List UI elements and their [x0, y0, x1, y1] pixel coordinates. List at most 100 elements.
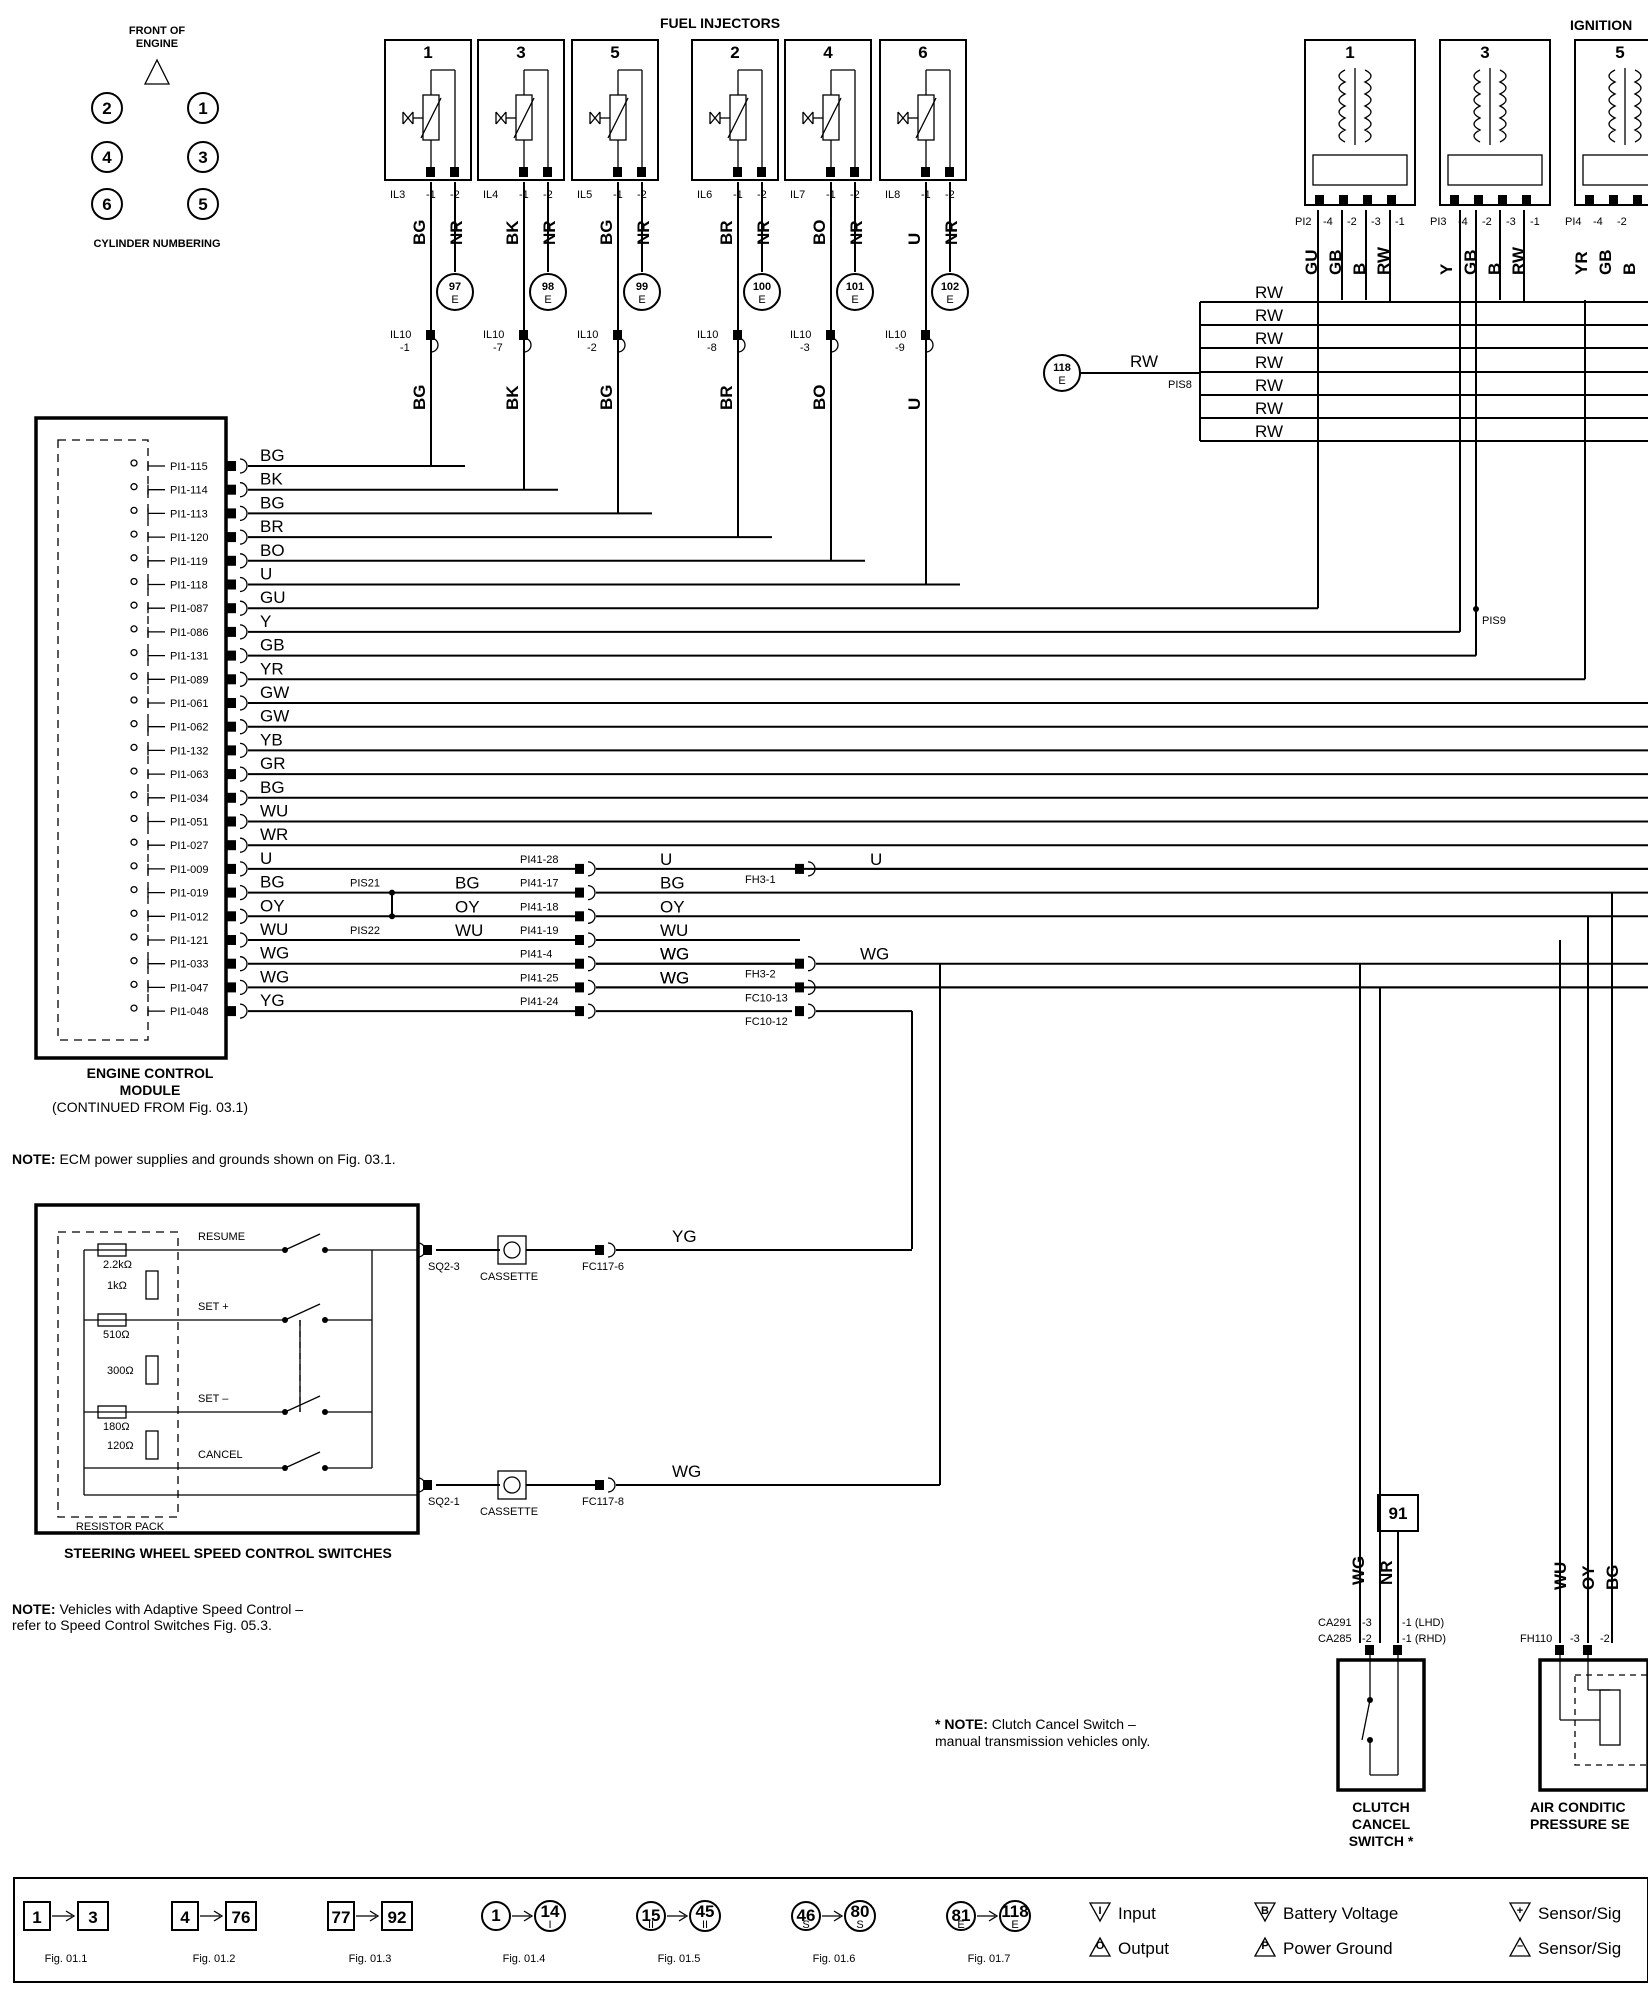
connector-label: PI41-17	[520, 878, 559, 890]
connector-pin	[227, 626, 236, 637]
ecm-pin-dot	[130, 814, 138, 823]
wire-segment	[820, 97, 842, 139]
legend-symbol-label: Output	[1118, 1939, 1169, 1958]
legend-fig: Fig. 01.4	[503, 1953, 546, 1965]
wire-label: WG	[660, 945, 689, 964]
ecm-wire-label: BR	[260, 517, 284, 536]
ref-number: 98	[542, 281, 554, 293]
ecm-pin-label: PI1-034	[170, 793, 209, 805]
connector-pin	[227, 745, 236, 756]
cassette-label: CASSETTE	[480, 1271, 538, 1283]
wire-label: BG	[597, 385, 616, 411]
wire-segment	[513, 97, 535, 139]
connector-socket	[617, 337, 626, 353]
legend-fig: Fig. 01.1	[45, 1953, 88, 1965]
connector-socket	[239, 884, 248, 901]
injector-box	[691, 39, 779, 181]
harness-wires: BGBKBGBRBOUGUYGBYRGWGWYBGRBGWUWRUBGOYWUW…	[248, 283, 1648, 1643]
wire-label: RW	[1255, 353, 1283, 372]
legend-fig: Fig. 01.3	[349, 1953, 392, 1965]
connector-label: IL3	[390, 189, 405, 201]
pin-label: -3	[1362, 1617, 1372, 1629]
note-adaptive-line1: NOTE: Vehicles with Adaptive Speed Contr…	[12, 1601, 303, 1617]
connector-pin	[575, 958, 584, 969]
legend-symbol-label: Sensor/Sig	[1538, 1904, 1621, 1923]
ref-number: 100	[753, 281, 771, 293]
ecm-pin-dot	[130, 933, 138, 941]
legend-symbol-label: Sensor/Sig	[1538, 1939, 1621, 1958]
coil-box	[1304, 39, 1416, 206]
ref-circle	[931, 273, 969, 311]
connector-socket	[239, 695, 248, 711]
connector-pin	[227, 603, 236, 614]
ecm-pin-dot	[130, 743, 138, 752]
ecm-wire-label: BK	[260, 470, 283, 489]
ecm-pin-label: PI1-027	[170, 840, 209, 852]
connector-pin	[795, 863, 804, 874]
wire-label: WG	[672, 1462, 701, 1481]
connector-label: PI41-28	[520, 854, 559, 866]
connector-pin	[227, 982, 236, 993]
ecm-wire-label: OY	[260, 896, 285, 915]
ref-circle	[436, 273, 474, 311]
arrow-icon	[200, 1910, 224, 1922]
connector-socket	[239, 742, 248, 759]
legend-box-start	[171, 1901, 199, 1931]
connector-label: IL5	[577, 189, 592, 201]
connector-label: CA285	[1318, 1633, 1352, 1645]
ecm-internal	[57, 439, 149, 1041]
connector-socket	[239, 861, 248, 877]
switch-box	[1336, 1658, 1426, 1792]
splice-label: PIS22	[350, 925, 380, 937]
ecm-pin-label: PI1-012	[170, 911, 209, 923]
ecm-wire-label: GB	[260, 636, 285, 655]
connector-pin	[227, 461, 236, 471]
cylinder-label: 2	[102, 99, 111, 118]
wire-label: NR	[754, 220, 773, 245]
connector-pin	[921, 330, 930, 340]
wire-label: BO	[810, 385, 829, 411]
splice-pis8: 118 E RW PIS8	[1043, 352, 1200, 392]
ref-circle	[743, 273, 781, 311]
resistor-icon	[145, 1355, 159, 1385]
connector-label: PI3	[1430, 216, 1447, 228]
arrow-icon	[822, 1910, 844, 1922]
ecm-wire-label: BG	[260, 493, 285, 512]
coil-wire-label: B	[1350, 263, 1369, 275]
connector-pin	[519, 167, 528, 177]
connector-socket	[239, 624, 248, 640]
connector-socket	[239, 719, 248, 735]
connector-socket	[587, 861, 596, 877]
legend-circle-start	[481, 1901, 511, 1931]
legend-circle-start	[946, 1901, 976, 1931]
pin-label: -7	[493, 342, 503, 354]
connector-socket	[239, 553, 248, 569]
ecm-title: MODULE	[120, 1082, 181, 1098]
pin-label: -1 (RHD)	[1402, 1633, 1446, 1645]
legend-circle-end	[534, 1900, 566, 1932]
symbol-glyph: O	[1096, 1940, 1105, 1952]
clutch-title: SWITCH *	[1349, 1833, 1414, 1849]
ecm-pin-label: PI1-118	[170, 580, 208, 592]
connector-label: IL10	[577, 329, 598, 341]
wire-label: NR	[942, 220, 961, 245]
ecm-pin-dot	[130, 885, 138, 894]
connector-pin	[575, 863, 584, 874]
connector-label: FH3-1	[745, 874, 776, 886]
ecm-wire-label: YB	[260, 730, 283, 749]
ecm-title: ENGINE CONTROL	[87, 1065, 214, 1081]
ecm-pin-dot	[130, 625, 138, 633]
resistor-icon	[97, 1405, 127, 1419]
ecm-pin-dot	[130, 957, 138, 965]
wire-label: OY	[660, 897, 685, 916]
ecm-wire-label: WR	[260, 825, 288, 844]
valve-icon	[802, 111, 814, 125]
connector-pin	[227, 1006, 236, 1017]
ecm-pin-label: PI1-087	[170, 603, 209, 615]
connector-pin	[423, 1480, 432, 1490]
legend-sub: S	[802, 1919, 809, 1931]
ecm-pin-label: PI1-062	[170, 722, 209, 734]
ecm-wire-label: U	[260, 565, 272, 584]
symbol-triangle-icon	[1253, 1902, 1277, 1923]
connector-socket	[239, 671, 248, 687]
